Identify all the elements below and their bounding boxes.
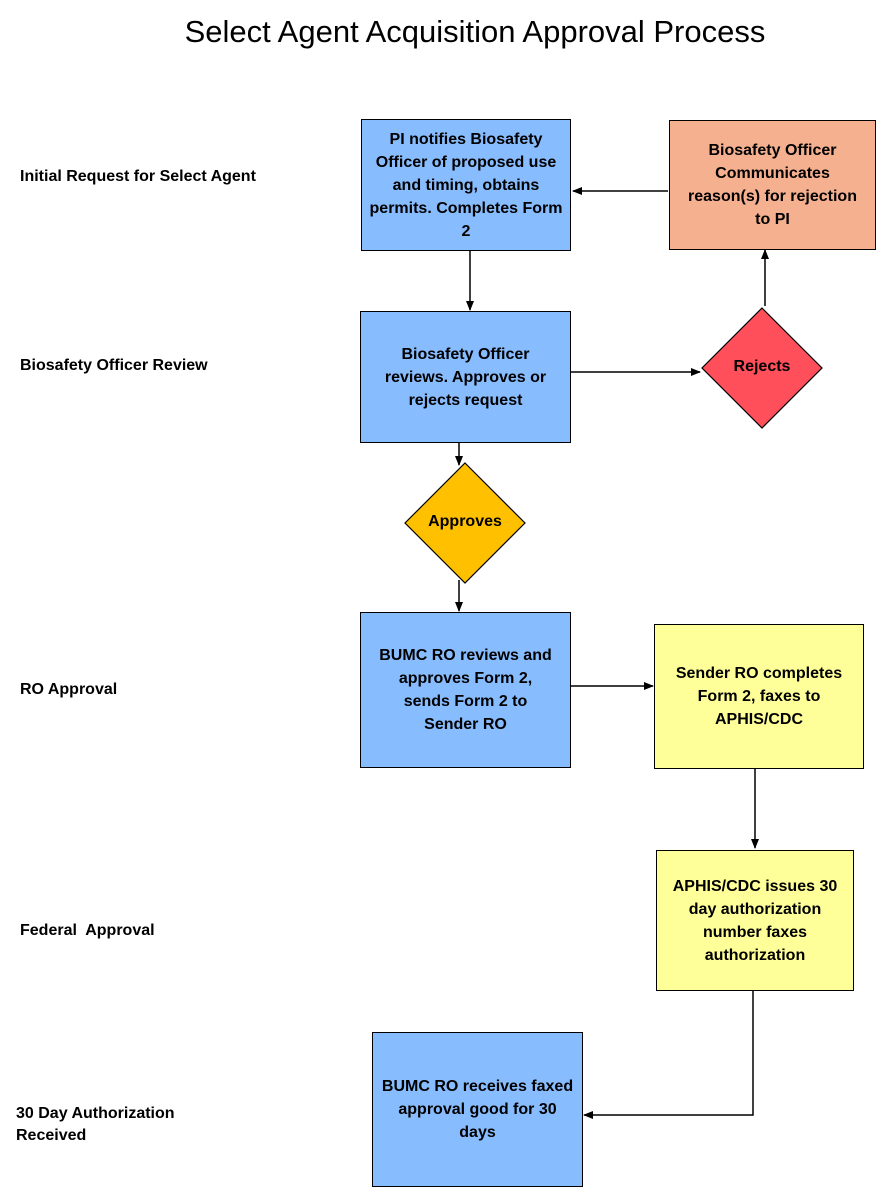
bumc-ro-receives-text: BUMC RO receives faxed approval good for… [381, 1078, 574, 1141]
page-title: Select Agent Acquisition Approval Proces… [184, 14, 766, 49]
aphis-cdc-box: APHIS/CDC issues 30 day authorization nu… [656, 850, 854, 991]
bso-communicates-text: Biosafety Officer Communicates reason(s)… [688, 142, 857, 228]
stage-federal-approval: Federal Approval [20, 922, 155, 939]
rejects-diamond [701, 307, 823, 429]
stage-biosafety-review: Biosafety Officer Review [20, 357, 208, 374]
pi-notifies-text: PI notifies Biosafety Officer of propose… [369, 130, 563, 240]
approves-label: Approves [428, 513, 502, 530]
approves-diamond [404, 462, 526, 584]
bumc-ro-receives-box: BUMC RO receives faxed approval good for… [372, 1032, 583, 1187]
sender-ro-box: Sender RO completes Form 2, faxes to APH… [654, 624, 864, 769]
bumc-ro-reviews-text: BUMC RO reviews and approves Form 2, sen… [379, 647, 552, 733]
stage-initial-request: Initial Request for Select Agent [20, 168, 256, 185]
rejects-label: Rejects [733, 358, 791, 375]
stage-ro-approval: RO Approval [20, 681, 118, 698]
bso-communicates-box: Biosafety Officer Communicates reason(s)… [669, 120, 876, 250]
bso-reviews-box: Biosafety Officer reviews. Approves or r… [360, 311, 571, 443]
pi-notifies-box: PI notifies Biosafety Officer of propose… [361, 119, 571, 251]
bso-reviews-text: Biosafety Officer reviews. Approves or r… [384, 345, 547, 409]
stage-authorization-received: 30 Day Authorization Received [16, 1105, 175, 1144]
aphis-cdc-text: APHIS/CDC issues 30 day authorization nu… [672, 877, 838, 964]
arrow-aphis-to-receives [583, 991, 754, 1119]
bumc-ro-reviews-box: BUMC RO reviews and approves Form 2, sen… [360, 612, 571, 768]
sender-ro-text: Sender RO completes Form 2, faxes to APH… [675, 665, 843, 728]
